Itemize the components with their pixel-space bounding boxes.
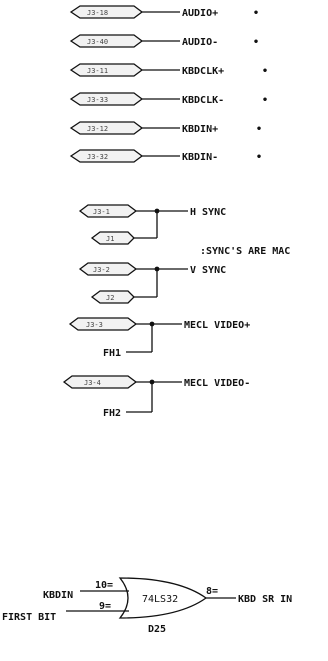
signal-label: AUDIO- xyxy=(182,37,218,48)
signal-mark: • xyxy=(253,37,259,48)
signal-label: KBDIN+ xyxy=(182,124,218,135)
connector-label: J3-4 xyxy=(84,379,101,387)
signal-row-audio-minus: J3-40 AUDIO- • xyxy=(69,34,259,48)
video-plus-group: J3-3 MECL VIDEO+ FH1 xyxy=(68,317,250,359)
gate-output-label: KBD SR IN xyxy=(238,594,292,605)
gate-input-b-pin: 9= xyxy=(99,601,111,612)
signal-mark: • xyxy=(256,124,262,135)
signal-row-kbdclk-plus: J3-11 KBDCLK+ • xyxy=(69,63,268,77)
signal-mark: • xyxy=(256,152,262,163)
v-sync-group: J3-2 J2 V SYNC xyxy=(78,262,226,304)
signal-mark: • xyxy=(262,66,268,77)
signal-row-kbdin-minus: J3-32 KBDIN- • xyxy=(69,149,262,163)
gate-input-b-label: FIRST BIT xyxy=(2,612,56,623)
signal-label: H SYNC xyxy=(190,207,226,218)
connector-label: J3-3 xyxy=(86,321,103,329)
sub-label: FH2 xyxy=(103,408,121,419)
signal-label: V SYNC xyxy=(190,265,226,276)
or-gate-body xyxy=(118,577,208,619)
connector-label: J3-32 xyxy=(87,153,108,161)
connector-label: J2 xyxy=(106,294,114,302)
sub-label: FH1 xyxy=(103,348,121,359)
signal-label: KBDCLK+ xyxy=(182,66,224,77)
gate-input-a-label: KBDIN xyxy=(43,590,73,601)
gate-output-pin: 8= xyxy=(206,586,218,597)
signal-mark: • xyxy=(262,95,268,106)
connector-label: J3-2 xyxy=(93,266,110,274)
signal-label: KBDIN- xyxy=(182,152,218,163)
connector-label: J3-40 xyxy=(87,38,108,46)
gate-designator: D25 xyxy=(148,624,166,635)
h-sync-group: J3-1 J1 H SYNC :SYNC'S ARE MAC xyxy=(78,204,290,257)
or-gate-74ls32: 74LS32 D25 KBDIN 10= FIRST BIT 9= 8= KBD… xyxy=(2,577,292,635)
signal-label: MECL VIDEO- xyxy=(184,378,250,389)
signal-label: MECL VIDEO+ xyxy=(184,320,250,331)
gate-part-label: 74LS32 xyxy=(142,594,178,605)
connector-tag xyxy=(68,317,138,331)
signal-row-audio-plus: J3-18 AUDIO+ • xyxy=(69,5,259,19)
connector-label: J3-18 xyxy=(87,9,108,17)
signal-row-kbdclk-minus: J3-33 KBDCLK- • xyxy=(69,92,268,106)
signal-mark: • xyxy=(253,8,259,19)
connector-label: J3-12 xyxy=(87,125,108,133)
signal-label: AUDIO+ xyxy=(182,8,218,19)
connector-label: J1 xyxy=(106,235,114,243)
signal-label: KBDCLK- xyxy=(182,95,224,106)
video-minus-group: J3-4 MECL VIDEO- FH2 xyxy=(62,375,250,419)
connector-label: J3-11 xyxy=(87,67,108,75)
gate-input-a-pin: 10= xyxy=(95,580,113,591)
connector-label: J3-33 xyxy=(87,96,108,104)
connector-label: J3-1 xyxy=(93,208,110,216)
signal-row-kbdin-plus: J3-12 KBDIN+ • xyxy=(69,121,262,135)
sync-note: :SYNC'S ARE MAC xyxy=(200,246,290,257)
